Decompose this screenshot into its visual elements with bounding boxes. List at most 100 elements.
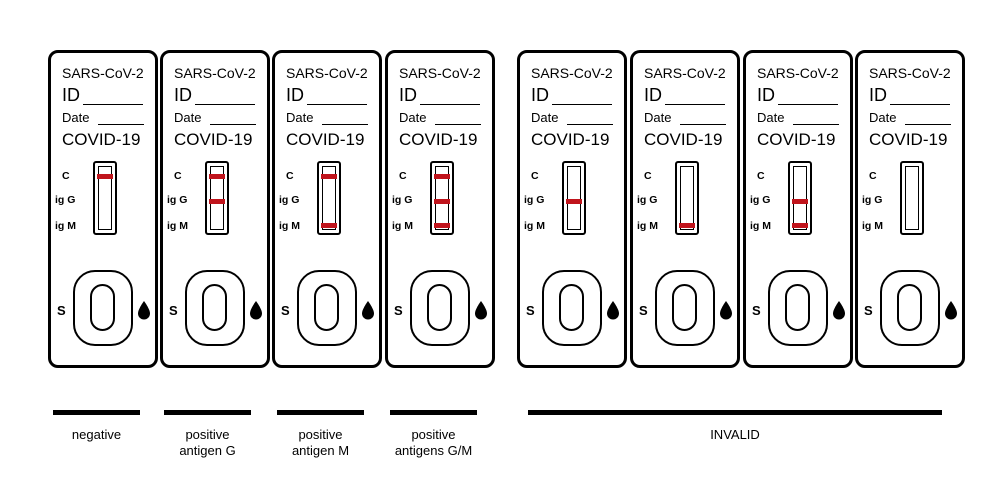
test-name-label: COVID-19 [62, 130, 141, 149]
igg-line [434, 199, 450, 204]
result-label-positive-gm: positive antigens G/M [394, 427, 473, 458]
drop-icon [362, 301, 374, 320]
test-name-label: COVID-19 [174, 130, 253, 149]
brand-label: SARS-CoV-2 [62, 65, 144, 81]
sample-port [314, 284, 339, 331]
date-label: Date [757, 110, 785, 125]
sample-well [880, 270, 940, 346]
marker-igm-label: ig M [55, 220, 76, 232]
result-strip [680, 166, 694, 230]
date-label: Date [644, 110, 672, 125]
control-line [97, 174, 113, 179]
sample-well [542, 270, 602, 346]
date-label: Date [286, 110, 314, 125]
id-label: ID [531, 85, 549, 105]
id-label: ID [869, 85, 887, 105]
group-bar-invalid [528, 410, 942, 415]
marker-igm-label: ig M [862, 220, 883, 232]
marker-igm-label: ig M [279, 220, 300, 232]
test-name-label: COVID-19 [531, 130, 610, 149]
result-strip [435, 166, 449, 230]
date-underline [98, 124, 144, 125]
date-label: Date [869, 110, 897, 125]
sample-port [897, 284, 922, 331]
result-window [675, 161, 699, 235]
brand-label: SARS-CoV-2 [644, 65, 726, 81]
result-window [788, 161, 812, 235]
control-line [209, 174, 225, 179]
igm-line [792, 223, 808, 228]
date-underline [567, 124, 613, 125]
igm-line [321, 223, 337, 228]
date-underline [905, 124, 951, 125]
id-underline [195, 104, 255, 105]
id-label: ID [286, 85, 304, 105]
date-label: Date [62, 110, 90, 125]
date-underline [210, 124, 256, 125]
drop-icon [945, 301, 957, 320]
control-line [321, 174, 337, 179]
id-label: ID [644, 85, 662, 105]
sample-port [785, 284, 810, 331]
sample-port [427, 284, 452, 331]
sample-label: S [57, 303, 66, 318]
date-label: Date [531, 110, 559, 125]
date-underline [793, 124, 839, 125]
sample-well [73, 270, 133, 346]
sample-well [410, 270, 470, 346]
date-underline [435, 124, 481, 125]
sample-well [768, 270, 828, 346]
drop-icon [720, 301, 732, 320]
igm-line [679, 223, 695, 228]
marker-c-label: C [757, 170, 765, 182]
sample-label: S [526, 303, 535, 318]
marker-igg-label: ig G [750, 194, 771, 206]
sample-well [297, 270, 357, 346]
test-name-label: COVID-19 [286, 130, 365, 149]
marker-c-label: C [644, 170, 652, 182]
result-window [317, 161, 341, 235]
marker-c-label: C [174, 170, 182, 182]
marker-igg-label: ig G [55, 194, 76, 206]
drop-icon [250, 301, 262, 320]
sample-label: S [639, 303, 648, 318]
marker-c-label: C [62, 170, 70, 182]
drop-icon [607, 301, 619, 320]
marker-c-label: C [531, 170, 539, 182]
marker-igm-label: ig M [637, 220, 658, 232]
result-strip [98, 166, 112, 230]
brand-label: SARS-CoV-2 [531, 65, 613, 81]
group-bar-positive-gm [390, 410, 477, 415]
sample-label: S [864, 303, 873, 318]
brand-label: SARS-CoV-2 [869, 65, 951, 81]
brand-label: SARS-CoV-2 [399, 65, 481, 81]
igg-line [209, 199, 225, 204]
marker-c-label: C [286, 170, 294, 182]
result-strip [567, 166, 581, 230]
drop-icon [138, 301, 150, 320]
brand-label: SARS-CoV-2 [757, 65, 839, 81]
sample-label: S [752, 303, 761, 318]
date-label: Date [399, 110, 427, 125]
result-label-positive-m: positive antigen M [291, 427, 350, 458]
id-label: ID [62, 85, 80, 105]
marker-igg-label: ig G [637, 194, 658, 206]
result-window [205, 161, 229, 235]
marker-igg-label: ig G [862, 194, 883, 206]
marker-igm-label: ig M [392, 220, 413, 232]
sample-port [672, 284, 697, 331]
result-window [900, 161, 924, 235]
drop-icon [833, 301, 845, 320]
id-underline [307, 104, 367, 105]
marker-igg-label: ig G [392, 194, 413, 206]
marker-igg-label: ig G [167, 194, 188, 206]
marker-c-label: C [869, 170, 877, 182]
id-underline [665, 104, 725, 105]
id-label: ID [174, 85, 192, 105]
igg-line [566, 199, 582, 204]
date-underline [322, 124, 368, 125]
